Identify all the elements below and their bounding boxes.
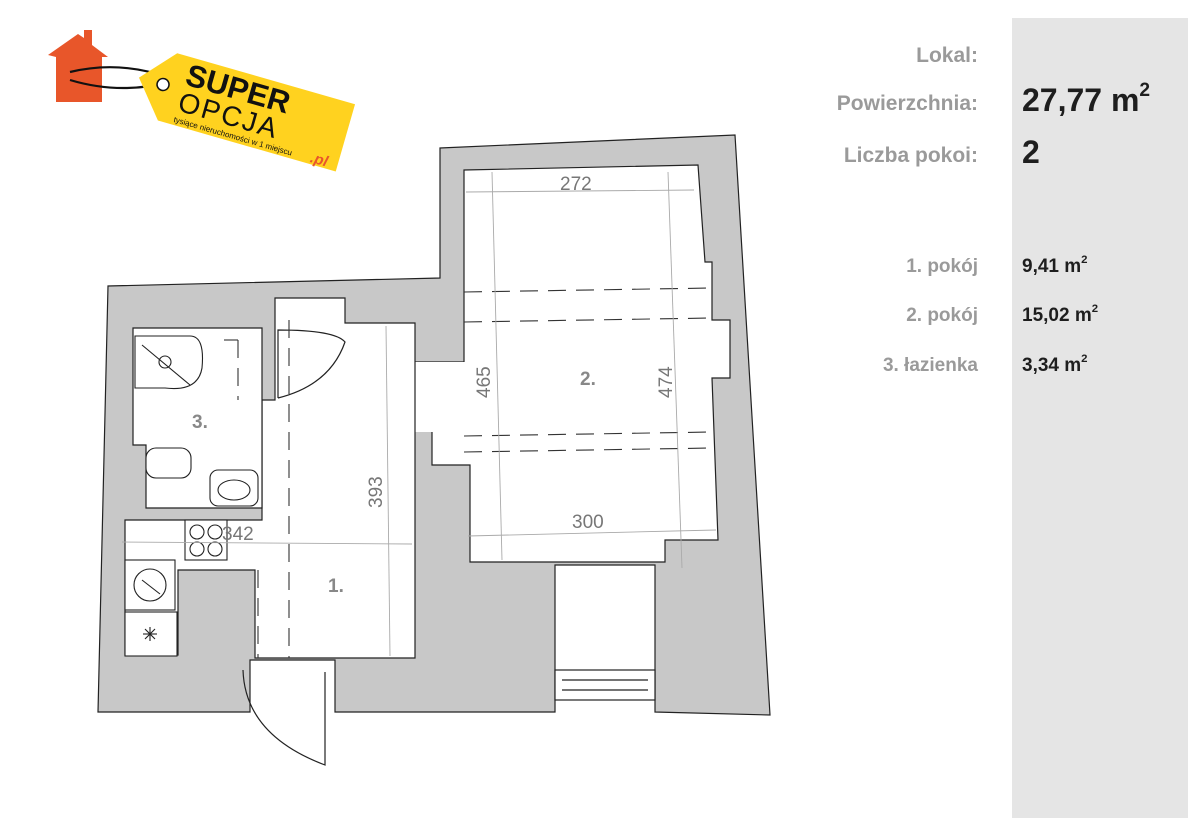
lokal-label: Lokal: [916, 44, 978, 67]
room-number-2: 2. [580, 369, 596, 390]
dimension-393: 393 [366, 476, 387, 508]
logo-suffix: .pl [308, 149, 330, 170]
dimension-474: 474 [656, 366, 677, 398]
room-row-2: 2. pokój 15,02 m2 [760, 303, 1180, 355]
area-label: Powierzchnia: [836, 92, 978, 115]
room-label-2: 2. pokój [906, 305, 978, 326]
rooms-count-value: 2 [1022, 134, 1040, 170]
room-number-1: 1. [328, 576, 344, 597]
dimension-342: 342 [222, 524, 254, 545]
room-value-1: 9,41 m2 [1022, 254, 1088, 277]
room-value-2: 15,02 m2 [1022, 303, 1099, 326]
doors [242, 329, 656, 766]
info-panel-background [1012, 18, 1188, 818]
lokal-row: Lokal: [760, 42, 1180, 92]
room-number-3: 3. [192, 412, 208, 433]
area-row: Powierzchnia: 27,77 m2 [760, 80, 1180, 138]
dimension-272: 272 [560, 174, 592, 195]
room-label-3: 3. łazienka [882, 355, 978, 376]
rooms-count-label: Liczba pokoi: [843, 144, 978, 167]
room-row-1: 1. pokój 9,41 m2 [760, 254, 1180, 306]
super-opcja-logo: SUPER OPCJA tysiące nieruchomości w 1 mi… [48, 30, 356, 172]
dimension-lines [121, 171, 717, 657]
bathroom-fixtures [124, 335, 259, 657]
room-numbers: 1. 2. 3. [192, 369, 596, 597]
dimension-300: 300 [572, 512, 604, 533]
house-icon [48, 30, 108, 102]
dimension-labels: 272 465 474 300 393 342 [222, 174, 677, 545]
room-row-3: 3. łazienka 3,34 m2 [760, 353, 1180, 405]
dashed-lines [224, 287, 713, 658]
price-tag [138, 53, 356, 172]
area-value: 27,77 m2 [1022, 80, 1151, 118]
rooms-count-row: Liczba pokoi: 2 [760, 134, 1180, 192]
dimension-465: 465 [474, 366, 495, 398]
room-label-1: 1. pokój [906, 256, 978, 277]
room-value-3: 3,34 m2 [1022, 353, 1088, 376]
